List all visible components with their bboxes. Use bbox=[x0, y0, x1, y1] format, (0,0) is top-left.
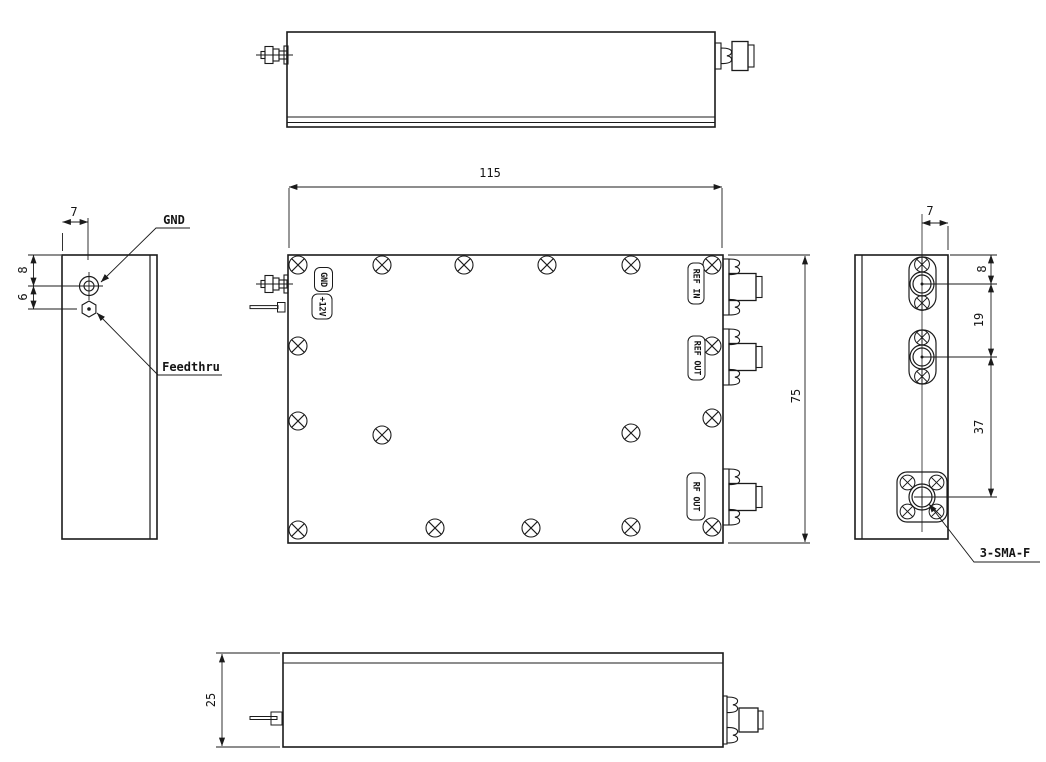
port-label-ref-in: REF IN bbox=[687, 262, 704, 304]
sma-top bbox=[714, 40, 755, 72]
feedthru-pin-bottom bbox=[249, 711, 283, 726]
dim-right-offset: 7 bbox=[926, 204, 934, 218]
sma-rf-out bbox=[722, 468, 763, 526]
dim-left-feedthru-offset: 6 bbox=[16, 293, 30, 301]
front-view bbox=[249, 183, 810, 544]
gnd-post-front bbox=[256, 274, 293, 294]
sma-ref-out bbox=[722, 328, 763, 386]
sma-connector-callout: 3-SMA-F bbox=[979, 545, 1031, 560]
dim-right-top: 8 bbox=[975, 265, 989, 273]
dim-length-115: 115 bbox=[479, 165, 501, 180]
dim-height-75: 75 bbox=[789, 388, 803, 404]
dim-left-width: 7 bbox=[70, 205, 78, 219]
feedthru-callout: Feedthru bbox=[162, 359, 220, 374]
top-view bbox=[256, 31, 755, 128]
dim-bottom-height-25: 25 bbox=[204, 692, 218, 708]
gnd-post-top bbox=[256, 45, 293, 65]
dim-right-mid: 19 bbox=[972, 312, 986, 328]
sma-ref-in bbox=[722, 258, 763, 316]
port-label-gnd: GND bbox=[314, 267, 333, 292]
right-view bbox=[854, 214, 1040, 563]
gnd-callout: GND bbox=[163, 212, 185, 227]
port-label-ref-out: REF OUT bbox=[687, 335, 705, 380]
sma-bottom bbox=[722, 695, 764, 745]
port-label-rf-out: RF OUT bbox=[686, 472, 705, 520]
front-view-screws bbox=[288, 255, 722, 540]
left-view bbox=[28, 218, 222, 540]
feedthru-pin-front bbox=[249, 302, 286, 313]
port-label-12v: +12V bbox=[311, 293, 332, 319]
dim-right-bottom: 37 bbox=[972, 419, 986, 435]
bottom-view bbox=[216, 652, 764, 748]
dim-left-gnd-offset: 8 bbox=[16, 266, 30, 274]
